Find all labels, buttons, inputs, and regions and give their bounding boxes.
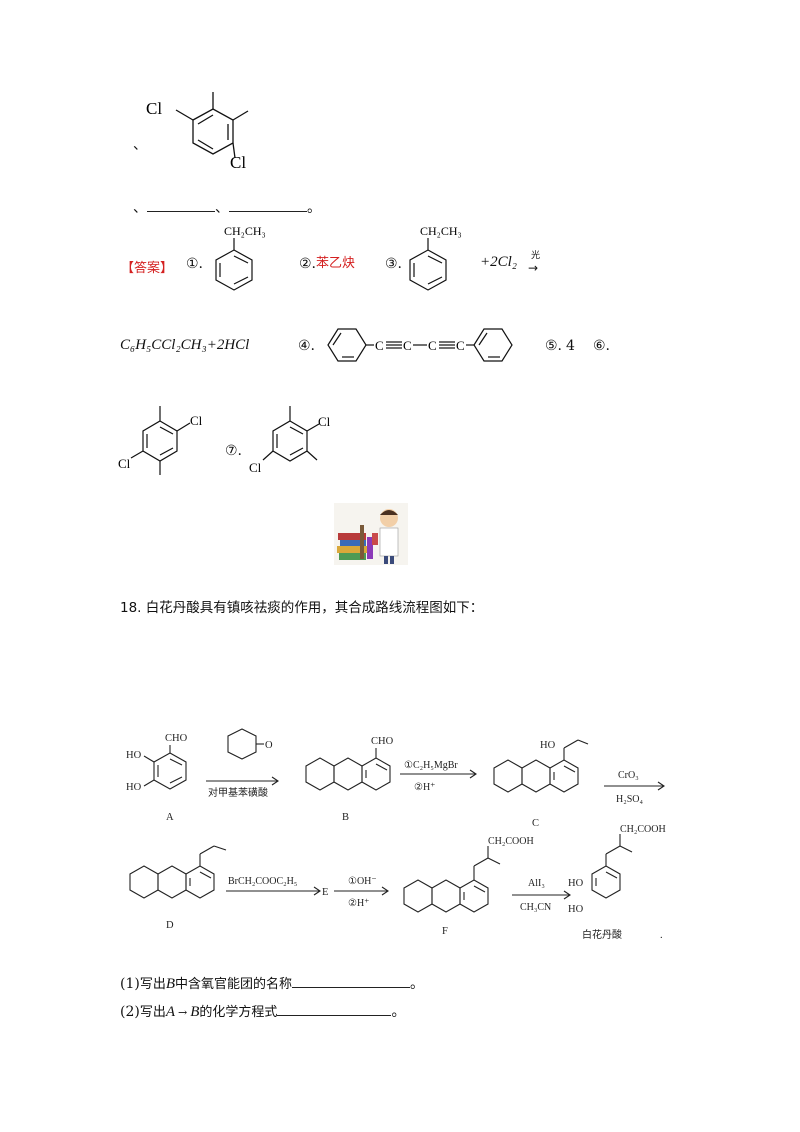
- cl-label: Cl: [249, 460, 262, 475]
- ethylbenzene-structure: CH₂CH₃: [409, 224, 462, 291]
- compound-label-F: F: [442, 926, 448, 937]
- sub-question-number: (1): [120, 976, 140, 992]
- answer-2-text: 苯乙炔: [316, 256, 356, 271]
- reaction-arrow: →: [528, 261, 539, 275]
- ketone-o-label: O: [265, 740, 273, 751]
- carbon-label: C: [375, 338, 384, 353]
- product-label: 白花丹酸: [582, 928, 622, 941]
- comma: 、: [133, 200, 147, 216]
- compound-label-C: C: [532, 818, 539, 829]
- ho-label: HO: [568, 878, 584, 889]
- light-condition: 光: [531, 251, 541, 261]
- sub-question-number: (2): [120, 1004, 140, 1020]
- answer-num-2: ②.: [299, 256, 317, 272]
- answer-tag: 【答案】: [121, 261, 174, 276]
- cho-label: CHO: [371, 736, 394, 747]
- italic-compound: B: [165, 976, 176, 992]
- period: 。: [410, 976, 425, 992]
- synthesis-scheme: CHO HO HO A O 对甲基苯磺酸 CHO B ①C₂H₅MgBr ②H⁺…: [126, 728, 666, 941]
- blank-line: 、 、 。: [133, 197, 321, 217]
- answer-num-6: ⑥.: [593, 338, 611, 354]
- ethyl-group-label: CH₂CH₃: [420, 224, 462, 238]
- ho-label: HO: [126, 782, 142, 793]
- reagent-5-bottom: ②H⁺: [348, 898, 369, 909]
- carbon-label: C: [456, 338, 465, 353]
- cl-label: Cl: [230, 153, 246, 172]
- answer-blank[interactable]: [229, 197, 307, 212]
- ch2cooh-label: CH₂COOH: [488, 836, 534, 847]
- italic-compound: A: [165, 1004, 176, 1020]
- answer-num-4: ④.: [298, 338, 316, 354]
- reagent-6-bottom: CH₃CN: [520, 902, 551, 913]
- answer-blank[interactable]: [292, 973, 411, 988]
- dichloro-dimethylbenzene-structure: Cl Cl: [146, 92, 249, 172]
- answer-num-3: ③.: [385, 256, 403, 272]
- ho-label: HO: [540, 740, 556, 751]
- ethyl-group-label: CH₂CH₃: [224, 224, 266, 238]
- compound-label-D: D: [166, 920, 174, 931]
- cl-label: Cl: [146, 99, 162, 118]
- sub-question-1: (1)写出B中含氧官能团的名称 。: [120, 973, 424, 994]
- reagent-3-bottom: H₂SO₄: [616, 794, 643, 805]
- dichloro-xylene-structure-2: Cl Cl: [249, 406, 331, 475]
- reagent-5-top: ①OH⁻: [348, 876, 377, 887]
- cl-label: Cl: [318, 414, 331, 429]
- sub-question-text: 的化学方程式: [199, 1005, 278, 1020]
- answer-blank[interactable]: [277, 1001, 392, 1016]
- ho-label: HO: [568, 904, 584, 915]
- answer-num-5: ⑤.: [545, 338, 563, 354]
- period: 。: [391, 1004, 406, 1020]
- sub-question-text: 中含氧官能团的名称: [175, 977, 293, 992]
- answer-5-value: 4: [566, 338, 575, 354]
- product-equation: C₆H₅CCl₂CH₃+2HCl: [120, 337, 250, 353]
- cho-label: CHO: [165, 733, 188, 744]
- reagent-2-bottom: ②H⁺: [414, 782, 435, 793]
- reagent-3-top: CrO₃: [618, 770, 639, 781]
- period: 。: [307, 200, 321, 216]
- reagent-4-top: BrCH₂COOC₂H₅: [228, 876, 297, 887]
- reagent-2-top: ①C₂H₅MgBr: [404, 760, 458, 771]
- answer-num-7: ⑦.: [225, 443, 243, 459]
- italic-compound: B: [190, 1004, 200, 1020]
- sub-question-text: 写出: [139, 977, 166, 992]
- end-dot: .: [660, 930, 663, 941]
- ethylbenzene-structure: CH₂CH₃: [215, 224, 266, 291]
- compound-label-E: E: [322, 887, 328, 898]
- dichloro-xylene-structure-1: Cl Cl: [118, 406, 203, 475]
- question-18-stem: 18. 白花丹酸具有镇咳祛痰的作用，其合成路线流程图如下：: [120, 600, 484, 616]
- ho-label: HO: [126, 750, 142, 761]
- cl-label: Cl: [190, 413, 203, 428]
- arrow: →: [178, 1006, 188, 1019]
- answer-blank[interactable]: [147, 197, 215, 212]
- comma: 、: [215, 200, 229, 216]
- reagent-1-bottom: 对甲基苯磺酸: [208, 786, 268, 799]
- compound-label-A: A: [166, 812, 174, 823]
- answer-num-1: ①.: [186, 256, 204, 272]
- compound-label-B: B: [342, 812, 349, 823]
- sub-question-text: 写出: [139, 1005, 166, 1020]
- enum-comma: 、: [133, 137, 147, 153]
- reagent-cl2: +2Cl₂: [480, 254, 518, 270]
- cl-label: Cl: [118, 456, 131, 471]
- carbon-label: C: [403, 338, 412, 353]
- sub-question-2: (2)写出A→B的化学方程式 。: [120, 1001, 405, 1022]
- carbon-label: C: [428, 338, 437, 353]
- diphenylbutadiyne-structure: C C C C: [327, 328, 513, 362]
- teacher-books-illustration: [334, 503, 408, 565]
- ch2cooh-label: CH₂COOH: [620, 824, 666, 835]
- reagent-6-top: AlI₃: [528, 878, 545, 889]
